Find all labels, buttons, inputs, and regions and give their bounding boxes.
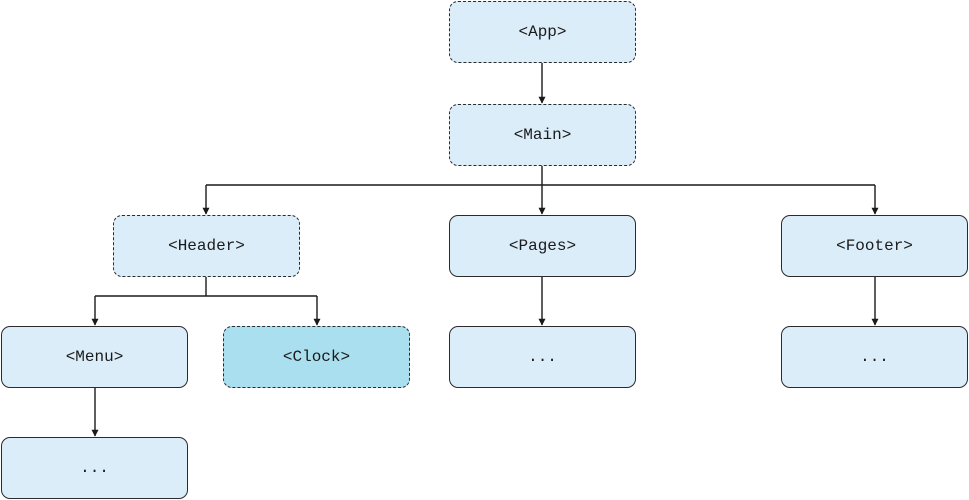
clock-node: <Clock> bbox=[223, 326, 410, 388]
footer-node: <Footer> bbox=[781, 215, 968, 277]
pages-child-node: ... bbox=[449, 326, 636, 388]
pages-node: <Pages> bbox=[449, 215, 636, 277]
header-node: <Header> bbox=[113, 215, 300, 277]
footer-child-node: ... bbox=[781, 326, 968, 388]
menu-child-node: ... bbox=[1, 437, 188, 499]
app-node: <App> bbox=[449, 1, 636, 63]
main-node: <Main> bbox=[449, 104, 636, 166]
menu-node: <Menu> bbox=[1, 326, 188, 388]
